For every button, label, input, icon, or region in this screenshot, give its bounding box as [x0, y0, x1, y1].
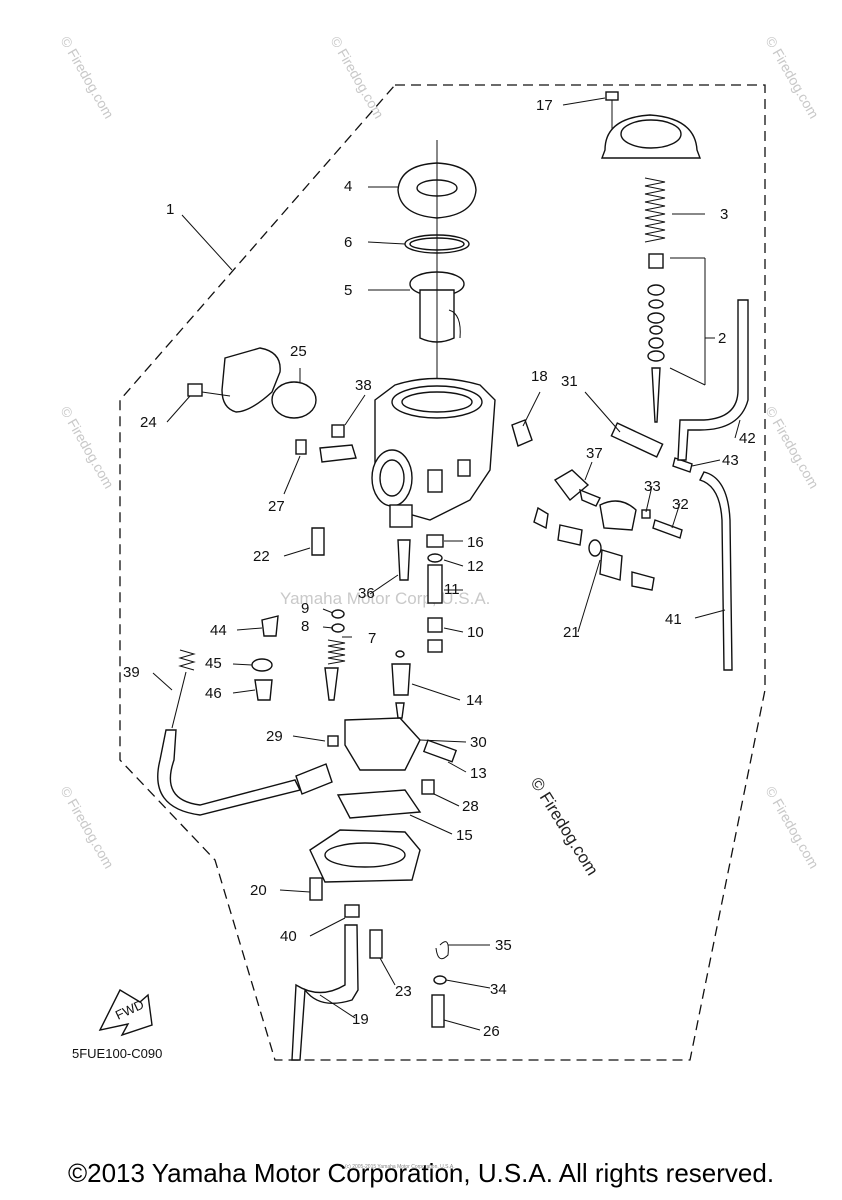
callout-39: 39 [123, 664, 140, 681]
callout-22: 22 [253, 548, 270, 565]
watermark-top-left: © Firedog.com [57, 34, 117, 122]
callout-18: 18 [531, 368, 548, 385]
watermark-low-left: © Firedog.com [57, 784, 117, 872]
watermark-mid-left: © Firedog.com [57, 404, 117, 492]
callout-1: 1 [166, 201, 174, 218]
callout-21: 21 [563, 624, 580, 641]
callout-43: 43 [722, 452, 739, 469]
assembly-boundary [119, 84, 766, 1061]
callouts: 1 2 3 4 5 6 7 8 9 10 11 12 13 14 15 16 1… [123, 97, 756, 1040]
callout-12: 12 [467, 558, 484, 575]
callout-20: 20 [250, 882, 267, 899]
callout-31: 31 [561, 373, 578, 390]
callout-11: 11 [444, 581, 460, 598]
callout-10: 10 [467, 624, 484, 641]
callout-42: 42 [739, 430, 756, 447]
tiny-copyright: (c) 2005-2015 Yamaha Motor Corporation, … [345, 1164, 455, 1170]
callout-8: 8 [301, 618, 309, 635]
callout-14: 14 [466, 692, 483, 709]
watermark-low-right: © Firedog.com [762, 784, 822, 872]
callout-23: 23 [395, 983, 412, 1000]
callout-33: 33 [644, 478, 661, 495]
callout-30: 30 [470, 734, 487, 751]
callout-15: 15 [456, 827, 473, 844]
callout-17: 17 [536, 97, 553, 114]
right-parts [511, 419, 693, 591]
spring-3 [644, 177, 666, 243]
callout-41: 41 [665, 611, 682, 628]
jet-parts [251, 534, 444, 719]
callout-7: 7 [368, 630, 376, 647]
firedog-watermark: © Firedog.com [527, 774, 602, 879]
watermark-mid-right: © Firedog.com [762, 404, 822, 492]
watermark-top-right: © Firedog.com [762, 34, 822, 122]
callout-34: 34 [490, 981, 507, 998]
fwd-arrow-icon: FWD [98, 989, 153, 1037]
callout-6: 6 [344, 234, 352, 251]
callout-2: 2 [718, 330, 726, 347]
leader-lines [152, 97, 741, 1031]
callout-3: 3 [720, 206, 728, 223]
watermark-top-mid: © Firedog.com [327, 34, 387, 122]
callout-36: 36 [358, 585, 375, 602]
callout-5: 5 [344, 282, 352, 299]
callout-38: 38 [355, 377, 372, 394]
left-parts [187, 347, 411, 581]
diagram-code: 5FUE100-C090 [72, 1046, 162, 1061]
callout-44: 44 [210, 622, 227, 639]
top-cover-group [600, 91, 706, 423]
callout-4: 4 [344, 178, 352, 195]
callout-45: 45 [205, 655, 222, 672]
callout-32: 32 [672, 496, 689, 513]
callout-9: 9 [301, 600, 309, 617]
throttle-cable [157, 649, 333, 816]
callout-35: 35 [495, 937, 512, 954]
carburetor-body [319, 377, 496, 528]
copyright-footer: ©2013 Yamaha Motor Corporation, U.S.A. A… [67, 1158, 775, 1188]
callout-37: 37 [586, 445, 603, 462]
callout-25: 25 [290, 343, 307, 360]
lower-parts [291, 717, 458, 1061]
callout-27: 27 [268, 498, 285, 515]
callout-28: 28 [462, 798, 479, 815]
callout-19: 19 [352, 1011, 369, 1028]
hoses [677, 299, 749, 671]
callout-24: 24 [140, 414, 157, 431]
diaphragm-group [397, 140, 477, 430]
callout-46: 46 [205, 685, 222, 702]
callout-40: 40 [280, 928, 297, 945]
callout-13: 13 [470, 765, 487, 782]
callout-16: 16 [467, 534, 484, 551]
callout-29: 29 [266, 728, 283, 745]
callout-26: 26 [483, 1023, 500, 1040]
